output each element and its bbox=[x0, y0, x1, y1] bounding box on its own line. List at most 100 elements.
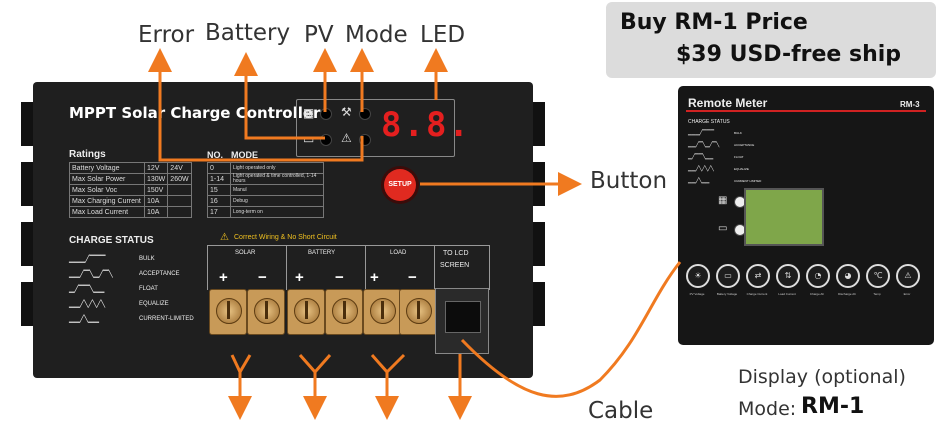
indicator-panel bbox=[296, 99, 455, 157]
remote-meter-button[interactable]: ℃ bbox=[866, 264, 890, 288]
battery-callout: Battery bbox=[205, 20, 291, 46]
lcd-port-group bbox=[434, 245, 490, 290]
lcd-port-label-1: TO LCD bbox=[443, 250, 469, 257]
charge-status-label: FLOAT bbox=[139, 286, 158, 292]
ratings-cell: 24V bbox=[167, 162, 192, 174]
battery-arrow bbox=[234, 52, 325, 140]
warning-icon: ⚠ bbox=[341, 131, 352, 145]
battery-negative-terminal[interactable] bbox=[325, 289, 363, 335]
solar-group-label: SOLAR bbox=[235, 250, 256, 256]
load-positive-terminal[interactable] bbox=[363, 289, 401, 335]
load-group-label: LOAD bbox=[390, 250, 407, 256]
remote-charge-status-heading: CHARGE STATUS bbox=[688, 119, 730, 125]
remote-meter-button-label: Load Current bbox=[778, 292, 796, 296]
warning-icon: ⚠ bbox=[220, 232, 229, 243]
mode-cell: Long-term on bbox=[230, 206, 324, 218]
solar-wire-arrow-2 bbox=[238, 354, 252, 373]
charge-waveform-icon: ▁▁╱╲╱╲╱╲ bbox=[688, 166, 714, 172]
remote-meter-button[interactable]: ⇄ bbox=[746, 264, 770, 288]
remote-meter-button[interactable]: ⚠ bbox=[896, 264, 920, 288]
remote-lcd-screen bbox=[744, 188, 824, 246]
button-callout: Button bbox=[590, 168, 668, 194]
charge-waveform-icon: ▁╱▔▔╲▁▁ bbox=[688, 154, 714, 160]
ratings-cell: Max Load Current bbox=[69, 206, 145, 218]
mode-caption-prefix: Mode: bbox=[738, 398, 797, 420]
display-caption: Display (optional) bbox=[738, 366, 906, 388]
load-plus: + bbox=[370, 269, 379, 286]
battery-icon: ▭ bbox=[718, 223, 728, 234]
error-arrow bbox=[148, 48, 364, 162]
lcd-rj-port[interactable] bbox=[435, 288, 489, 354]
charge-waveform-icon: ▁▁╱▔╲▁╱▔╲ bbox=[688, 142, 720, 148]
heat-sink-fin bbox=[533, 102, 545, 146]
charge-waveform-icon: ▁▁╱╲▁▁ bbox=[688, 178, 710, 184]
remote-meter-button[interactable]: ▭ bbox=[716, 264, 740, 288]
pv-callout: PV bbox=[304, 22, 334, 48]
battery-wire-arrow-2 bbox=[313, 354, 332, 373]
ratings-cell bbox=[167, 206, 192, 218]
heat-sink-fin bbox=[21, 282, 33, 326]
setup-button[interactable]: SETUP bbox=[384, 169, 416, 201]
heat-sink-fin bbox=[533, 222, 545, 266]
solar-wire-arrow-1 bbox=[228, 354, 252, 420]
remote-meter-button-label: Battery Voltage bbox=[716, 292, 738, 296]
heat-sink-fin bbox=[21, 102, 33, 146]
remote-meter-button-label: Error bbox=[903, 292, 911, 296]
solar-minus: − bbox=[258, 269, 267, 286]
remote-meter-button-label: Discharge Ah bbox=[838, 292, 856, 296]
remote-charge-status-label: FLOAT bbox=[734, 155, 744, 159]
charge-waveform-icon: ▁▁╱╲╱╲╱╲ bbox=[69, 301, 106, 308]
charge-status-label: BULK bbox=[139, 256, 155, 262]
charge-waveform-icon: ▁▁╱╲▁▁ bbox=[69, 316, 99, 323]
remote-meter: Remote Meter RM-3 CHARGE STATUS ▁▁▁╱▔▔▔ B… bbox=[678, 86, 934, 345]
remote-charge-status-label: BULK bbox=[734, 131, 742, 135]
charge-waveform-icon: ▁╱▔▔╲▁▁ bbox=[69, 286, 105, 293]
battery-minus: − bbox=[335, 269, 344, 286]
load-wire-arrow-2 bbox=[385, 353, 406, 374]
remote-meter-button[interactable]: ◔ bbox=[806, 264, 830, 288]
solar-charge-controller: MPPT Solar Charge Controller ▦ ⚒ ▭ ⚠ 8.8… bbox=[21, 82, 545, 378]
remote-meter-title: Remote Meter bbox=[688, 96, 768, 110]
heat-sink-fin bbox=[21, 222, 33, 266]
solar-negative-terminal[interactable] bbox=[247, 289, 285, 335]
remote-meter-button[interactable]: ☀ bbox=[686, 264, 710, 288]
battery-wire-arrow-1 bbox=[298, 354, 327, 420]
battery-positive-terminal[interactable] bbox=[287, 289, 325, 335]
battery-plus: + bbox=[295, 269, 304, 286]
remote-meter-button[interactable]: ⇅ bbox=[776, 264, 800, 288]
remote-charge-status-label: CURRENT LIMITED bbox=[734, 179, 762, 183]
controller-title: MPPT Solar Charge Controller bbox=[69, 104, 321, 122]
cable-callout: Cable bbox=[588, 398, 654, 424]
cable-line bbox=[460, 261, 682, 398]
price-box: Buy RM-1 Price $39 USD-free ship bbox=[606, 2, 936, 78]
mode-heading-no: NO. bbox=[207, 150, 224, 160]
lcd-port-label-2: SCREEN bbox=[440, 262, 470, 269]
led-callout: LED bbox=[420, 22, 466, 48]
charge-status-heading: CHARGE STATUS bbox=[69, 235, 154, 246]
charge-waveform-icon: ▁▁▁╱▔▔▔ bbox=[688, 130, 715, 136]
remote-meter-button[interactable]: ◕ bbox=[836, 264, 860, 288]
solar-panel-icon: ▦ bbox=[303, 106, 315, 120]
remote-meter-model: RM-3 bbox=[900, 100, 920, 109]
remote-meter-button-label: Charge Ah bbox=[809, 292, 825, 296]
ratings-heading: Ratings bbox=[69, 149, 106, 160]
charge-waveform-icon: ▁▁▁╱▔▔▔ bbox=[69, 256, 106, 263]
remote-meter-button-label: PV Voltage bbox=[689, 292, 705, 296]
price-line-2: $39 USD-free ship bbox=[676, 42, 902, 67]
solar-panel-icon: ▦ bbox=[718, 195, 728, 206]
remote-meter-button-label: Charge Current bbox=[746, 292, 768, 296]
solar-plus: + bbox=[219, 269, 228, 286]
heat-sink-fin bbox=[533, 282, 545, 326]
remote-charge-status-label: ACCEPTANCE bbox=[734, 143, 755, 147]
heat-sink-fin bbox=[21, 162, 33, 206]
solar-positive-terminal[interactable] bbox=[209, 289, 247, 335]
load-wire-arrow-1 bbox=[370, 354, 399, 420]
wrench-icon: ⚒ bbox=[341, 105, 352, 119]
